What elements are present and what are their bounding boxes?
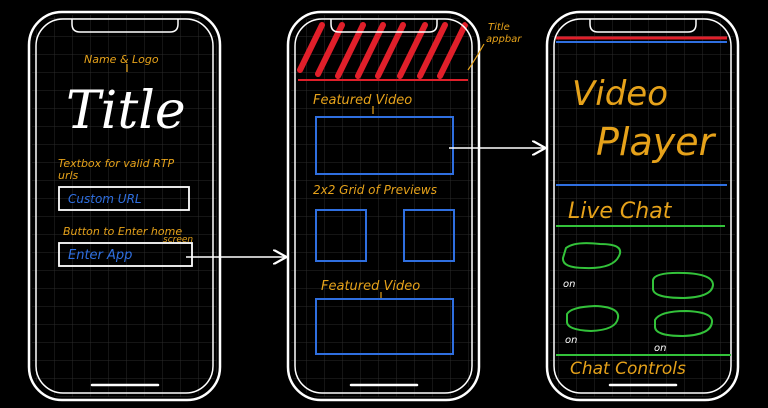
title-appbar-hatching — [297, 22, 468, 79]
preview-box-1[interactable] — [315, 209, 367, 262]
phone-2-home-screen: Title appbar Featured Video 2x2 Grid of … — [286, 10, 522, 402]
featured-video-2-box[interactable] — [315, 298, 454, 355]
video-player-label-line2: Player — [596, 120, 717, 164]
chat-bubble-4-meta: on — [654, 343, 666, 354]
textbox-annotation: Textbox for valid RTP — [58, 157, 174, 170]
textbox-annotation-line2: urls — [58, 169, 79, 182]
chat-bubble-3-meta: on — [565, 335, 577, 346]
app-title: Title — [66, 81, 186, 141]
phone-3-notch — [589, 19, 697, 33]
phone-1-notch — [71, 19, 179, 33]
phone-3-outer-frame — [545, 10, 740, 402]
chat-bubble-1-meta: on — [563, 279, 575, 290]
custom-url-placeholder: Custom URL — [68, 192, 142, 206]
custom-url-textbox[interactable] — [58, 186, 190, 211]
phone-2-outer-frame — [286, 10, 481, 402]
phone-1-outer-frame — [27, 10, 222, 402]
chat-controls-label[interactable]: Chat Controls — [570, 359, 686, 379]
enter-app-button[interactable] — [58, 242, 193, 267]
grid-previews-annotation: 2x2 Grid of Previews — [313, 183, 437, 197]
name-logo-annotation: Name & Logo — [84, 53, 159, 66]
phone-2-grid — [291, 15, 476, 397]
live-chat-label: Live Chat — [568, 199, 673, 224]
featured-video-1-annotation: Featured Video — [313, 93, 412, 108]
phone-1-login-screen: Name & Logo Title Textbox for valid RTP … — [27, 10, 222, 402]
enter-app-button-label: Enter App — [68, 248, 132, 263]
phone-3-inner-frame — [553, 18, 732, 394]
featured-video-2-annotation: Featured Video — [321, 279, 420, 294]
title-appbar-annotation-line2: appbar — [486, 34, 522, 45]
preview-box-2[interactable] — [403, 209, 455, 262]
phone-3-grid — [550, 15, 735, 397]
title-appbar-annotation: Title — [488, 22, 510, 33]
button-annotation: Button to Enter home — [63, 225, 182, 238]
chat-bubble-4 — [654, 309, 713, 338]
phone-3-player-screen: Video Player Live Chat on on on Chat Con… — [545, 10, 740, 402]
video-player-label: Video — [572, 74, 668, 114]
title-appbar-annotation-arrow — [467, 43, 485, 71]
phone-1-grid — [32, 15, 217, 397]
chat-bubble-1 — [561, 242, 622, 270]
button-annotation-line2: screen — [163, 235, 193, 245]
chat-bubble-2 — [652, 271, 715, 300]
phone-2-notch — [330, 19, 438, 33]
featured-video-1-box[interactable] — [315, 116, 454, 175]
phone-2-inner-frame — [294, 18, 473, 394]
chat-bubble-3 — [566, 304, 620, 333]
phone-1-inner-frame — [35, 18, 214, 394]
